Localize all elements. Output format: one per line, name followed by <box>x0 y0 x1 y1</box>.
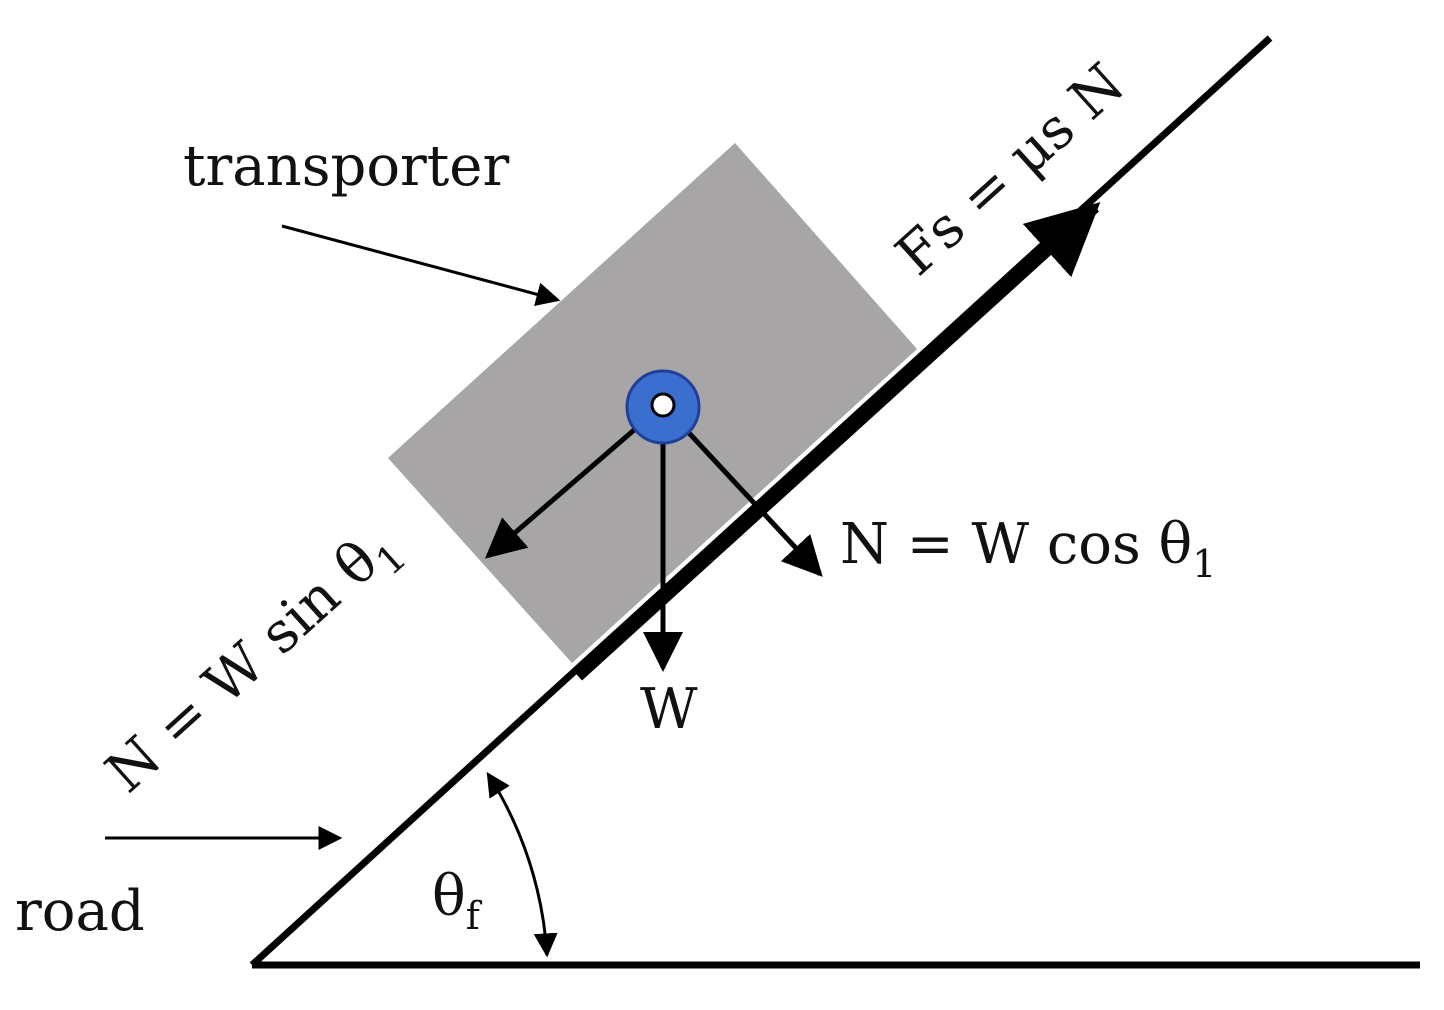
parallel-force-label-main: N = W sin θ <box>94 529 391 806</box>
center-of-mass-marker <box>625 369 701 445</box>
normal-force-label: N = W cos θ1 <box>840 512 1216 586</box>
angle-label-sub: f <box>466 894 483 938</box>
road-label: road <box>15 879 145 944</box>
angle-label-main: θ <box>432 864 466 929</box>
angle-arc <box>486 771 558 958</box>
transporter-label: transporter <box>183 134 509 199</box>
friction-force-label: Fs = μs N <box>884 51 1137 288</box>
transporter-pointer-arrow <box>281 224 561 306</box>
svg-text:N = W sin θ1: N = W sin θ1 <box>94 513 415 812</box>
angle-label: θf <box>432 864 483 938</box>
parallel-force-label: N = W sin θ1 <box>94 513 415 812</box>
normal-force-label-sub: 1 <box>1192 542 1216 586</box>
road-slope-line <box>249 35 1273 968</box>
weight-label: W <box>640 677 698 742</box>
normal-force-label-main: N = W cos θ <box>840 512 1192 577</box>
